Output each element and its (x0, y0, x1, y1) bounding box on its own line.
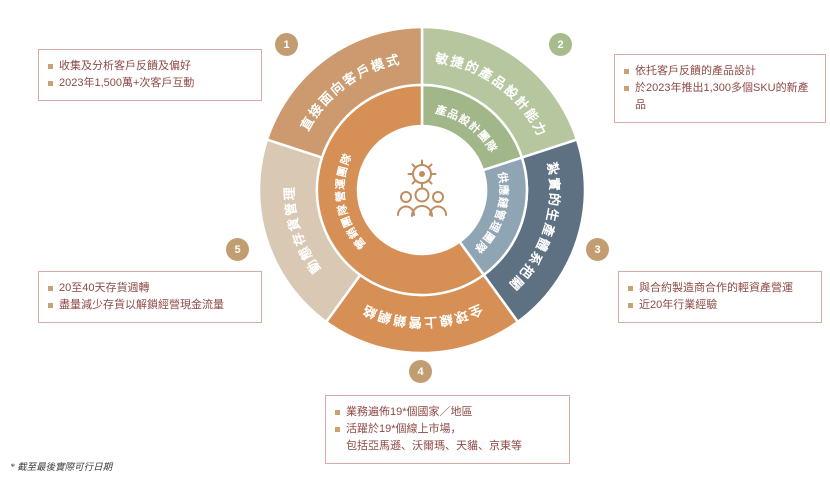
step-badge-5: 5 (226, 238, 249, 261)
bullet-item: 依托客戶反饋的產品設計 (624, 63, 816, 80)
square-bullet-icon (624, 69, 629, 74)
bullet-text: 2023年1,500萬+次客戶互動 (59, 77, 195, 90)
center-disc (360, 128, 484, 252)
square-bullet-icon (628, 303, 633, 309)
callout-direct-to-customer: 收集及分析客戶反饋及偏好 2023年1,500萬+次客戶互動 (38, 49, 262, 102)
callout-online-marketing: 業務遍佈19*個國家／地區 活躍於19*個線上市場， 包括亞馬遜、沃爾瑪、天貓、… (325, 395, 570, 465)
bullet-text: 盡量減少存貨以解鎖經營現金流量 (59, 299, 224, 312)
callout-product-design: 依托客戶反饋的產品設計 於2023年推出1,300多個SKU的新產品 (614, 54, 826, 124)
footnote: * 截至最後實際可行日期 (10, 463, 113, 473)
bullet-item: 業務遍佈19*個國家／地區 (335, 404, 560, 421)
gear-people-icon (397, 159, 447, 217)
square-bullet-icon (48, 81, 53, 87)
callout-production-system: 與合約製造商合作的輕資產營運 近20年行業經驗 (618, 271, 822, 324)
bullet-item: 近20年行業經驗 (628, 297, 812, 314)
square-bullet-icon (624, 86, 629, 92)
step-badge-3: 3 (586, 238, 609, 261)
bullet-text: 與合約製造商合作的輕資產營運 (639, 282, 793, 294)
bullet-text: 收集及分析客戶反饋及偏好 (59, 60, 191, 72)
bullet-text: 依托客戶反饋的產品設計 (635, 65, 756, 77)
bullet-item: 於2023年推出1,300多個SKU的新產品 (624, 80, 816, 114)
callout-inventory: 20至40天存貨週轉 盡量減少存貨以解鎖經營現金流量 (38, 271, 262, 324)
bullet-item: 2023年1,500萬+次客戶互動 (48, 75, 252, 92)
step-badge-1: 1 (275, 33, 298, 56)
step-badge-2: 2 (549, 33, 572, 56)
square-bullet-icon (48, 303, 53, 309)
square-bullet-icon (335, 410, 340, 415)
bullet-text: 活躍於19*個線上市場， 包括亞馬遜、沃爾瑪、天貓、京東等 (346, 423, 522, 453)
step-badge-4: 4 (409, 360, 432, 383)
bullet-text: 於2023年推出1,300多個SKU的新產品 (635, 82, 809, 112)
square-bullet-icon (48, 286, 53, 291)
bullet-text: 20至40天存貨週轉 (59, 282, 150, 294)
square-bullet-icon (335, 427, 340, 433)
bullet-text: 業務遍佈19*個國家／地區 (346, 406, 473, 418)
gear-icon (407, 159, 437, 189)
bullet-item: 收集及分析客戶反饋及偏好 (48, 58, 252, 75)
bullet-item: 與合約製造商合作的輕資產營運 (628, 280, 812, 297)
bullet-item: 20至40天存貨週轉 (48, 280, 252, 297)
inner-ring (315, 83, 529, 297)
square-bullet-icon (48, 64, 53, 69)
segment-marketing-operations-team (315, 83, 486, 297)
people-icon (397, 187, 447, 217)
square-bullet-icon (628, 286, 633, 291)
bullet-text: 近20年行業經驗 (639, 299, 718, 312)
bullet-item: 活躍於19*個線上市場， 包括亞馬遜、沃爾瑪、天貓、京東等 (335, 421, 560, 455)
bullet-item: 盡量減少存貨以解鎖經營現金流量 (48, 297, 252, 314)
